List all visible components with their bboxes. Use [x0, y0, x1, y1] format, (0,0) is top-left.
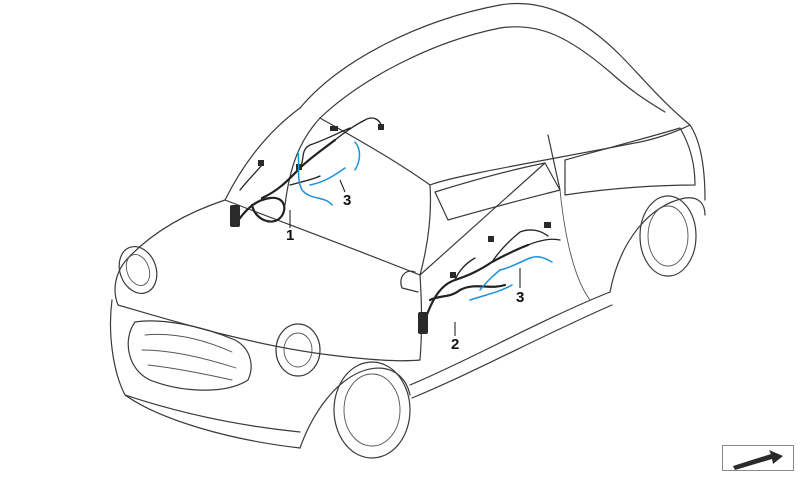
arrow-icon	[733, 450, 783, 470]
callout-3-upper: 3	[343, 192, 351, 209]
car-outline	[109, 2, 706, 459]
callout-3-lower: 3	[516, 289, 524, 306]
harness-door-blue	[469, 256, 553, 301]
leader-line-3a	[339, 179, 346, 193]
navigation-icon-box	[722, 445, 794, 471]
callout-1: 1	[286, 227, 294, 244]
callout-2: 2	[451, 336, 459, 353]
harness-door	[418, 222, 561, 334]
harness-dashboard-blue	[297, 141, 361, 206]
